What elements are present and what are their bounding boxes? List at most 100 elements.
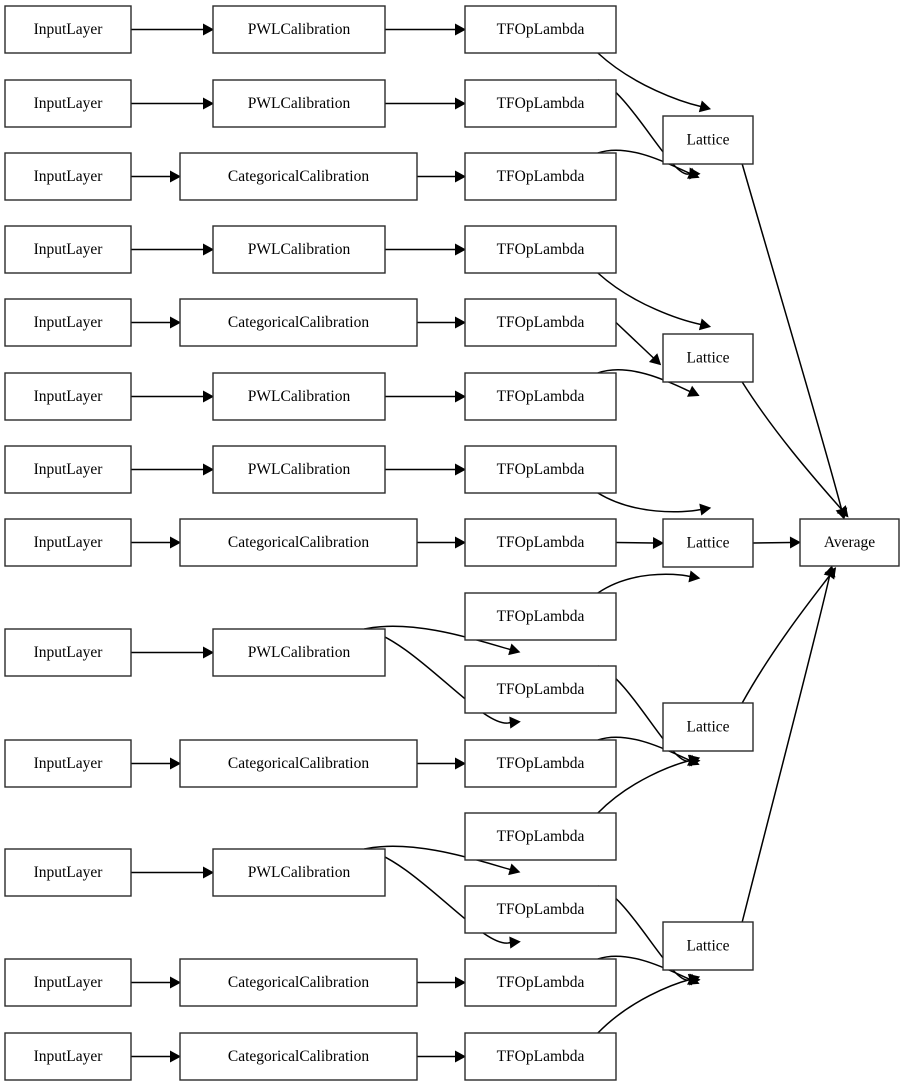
node-box bbox=[4, 5, 132, 54]
node-lattice-lat2[interactable]: Lattice bbox=[662, 333, 754, 383]
node-label: PWLCalibration bbox=[248, 21, 351, 38]
node-tfop-lambda-op4[interactable]: TFOpLambda bbox=[464, 225, 617, 274]
node-pwlcalibration-cal7[interactable]: PWLCalibration bbox=[212, 445, 386, 494]
node-box bbox=[464, 445, 617, 494]
node-input-layer-in2[interactable]: InputLayer bbox=[4, 79, 132, 128]
edge-in6-to-cal6 bbox=[131, 390, 215, 403]
node-tfop-lambda-op1[interactable]: TFOpLambda bbox=[464, 5, 617, 54]
node-average-avg[interactable]: Average bbox=[799, 518, 900, 567]
arrowhead-icon bbox=[687, 754, 701, 767]
node-box bbox=[179, 739, 418, 788]
node-tfop-lambda-op8[interactable]: TFOpLambda bbox=[464, 518, 617, 567]
arrowhead-icon bbox=[508, 643, 521, 656]
node-input-layer-in5[interactable]: InputLayer bbox=[4, 298, 132, 347]
node-tfop-lambda-op6[interactable]: TFOpLambda bbox=[464, 372, 617, 421]
node-input-layer-in6[interactable]: InputLayer bbox=[4, 372, 132, 421]
arrowhead-icon bbox=[203, 97, 215, 110]
node-tfop-lambda-op14[interactable]: TFOpLambda bbox=[464, 958, 617, 1007]
node-lattice-lat1[interactable]: Lattice bbox=[662, 115, 754, 165]
node-box bbox=[212, 372, 386, 421]
arrowhead-icon bbox=[455, 243, 467, 256]
node-tfop-lambda-op2[interactable]: TFOpLambda bbox=[464, 79, 617, 128]
arrowhead-icon bbox=[687, 167, 700, 179]
arrowhead-icon bbox=[203, 463, 215, 476]
edge-lat4-to-avg bbox=[741, 567, 837, 704]
edge-line bbox=[597, 955, 691, 981]
node-tfop-lambda-op5[interactable]: TFOpLambda bbox=[464, 298, 617, 347]
node-box bbox=[179, 152, 418, 201]
node-box bbox=[4, 518, 132, 567]
edge-in3-to-cal3 bbox=[131, 170, 182, 183]
node-label: CategoricalCalibration bbox=[228, 168, 369, 185]
node-categorical-calibration-cal12[interactable]: CategoricalCalibration bbox=[179, 958, 418, 1007]
node-lattice-lat5[interactable]: Lattice bbox=[662, 921, 754, 971]
node-pwlcalibration-cal1[interactable]: PWLCalibration bbox=[212, 5, 386, 54]
node-categorical-calibration-cal5[interactable]: CategoricalCalibration bbox=[179, 298, 418, 347]
edge-layer bbox=[131, 23, 849, 1063]
node-box bbox=[212, 5, 386, 54]
node-input-layer-in3[interactable]: InputLayer bbox=[4, 152, 132, 201]
node-pwlcalibration-cal6[interactable]: PWLCalibration bbox=[212, 372, 386, 421]
node-box bbox=[464, 79, 617, 128]
node-label: InputLayer bbox=[34, 755, 104, 772]
arrowhead-icon bbox=[455, 536, 467, 549]
node-tfop-lambda-op10[interactable]: TFOpLambda bbox=[464, 665, 617, 714]
arrowhead-icon bbox=[455, 97, 467, 110]
node-lattice-lat4[interactable]: Lattice bbox=[662, 702, 754, 752]
node-tfop-lambda-op15[interactable]: TFOpLambda bbox=[464, 1032, 617, 1081]
node-box bbox=[4, 152, 132, 201]
node-label: TFOpLambda bbox=[497, 901, 585, 918]
edge-cal2-to-op2 bbox=[385, 97, 467, 110]
node-input-layer-in11[interactable]: InputLayer bbox=[4, 848, 132, 897]
edge-line bbox=[364, 625, 511, 651]
node-pwlcalibration-cal4[interactable]: PWLCalibration bbox=[212, 225, 386, 274]
node-pwlcalibration-cal9[interactable]: PWLCalibration bbox=[212, 628, 386, 677]
node-box bbox=[799, 518, 900, 567]
node-pwlcalibration-cal2[interactable]: PWLCalibration bbox=[212, 79, 386, 128]
node-label: Lattice bbox=[686, 350, 729, 367]
node-input-layer-in12[interactable]: InputLayer bbox=[4, 958, 132, 1007]
node-input-layer-in7[interactable]: InputLayer bbox=[4, 445, 132, 494]
node-categorical-calibration-cal8[interactable]: CategoricalCalibration bbox=[179, 518, 418, 567]
node-tfop-lambda-op7[interactable]: TFOpLambda bbox=[464, 445, 617, 494]
arrowhead-icon bbox=[687, 385, 700, 397]
node-categorical-calibration-cal3[interactable]: CategoricalCalibration bbox=[179, 152, 418, 201]
node-label: PWLCalibration bbox=[248, 388, 351, 405]
edge-line bbox=[597, 52, 701, 108]
node-input-layer-in4[interactable]: InputLayer bbox=[4, 225, 132, 274]
node-input-layer-in8[interactable]: InputLayer bbox=[4, 518, 132, 567]
node-label: InputLayer bbox=[34, 241, 104, 258]
arrowhead-icon bbox=[648, 353, 662, 366]
node-categorical-calibration-cal10[interactable]: CategoricalCalibration bbox=[179, 739, 418, 788]
arrowhead-icon bbox=[509, 716, 521, 729]
node-tfop-lambda-op11[interactable]: TFOpLambda bbox=[464, 739, 617, 788]
edge-cal3-to-op3 bbox=[417, 170, 467, 183]
node-lattice-lat3[interactable]: Lattice bbox=[662, 518, 754, 568]
node-box bbox=[464, 958, 617, 1007]
edge-line bbox=[741, 163, 843, 510]
arrowhead-icon bbox=[652, 536, 665, 550]
arrowhead-icon bbox=[170, 757, 182, 770]
arrowhead-icon bbox=[455, 1050, 467, 1063]
node-box bbox=[464, 885, 617, 934]
node-label: PWLCalibration bbox=[248, 241, 351, 258]
node-tfop-lambda-op13[interactable]: TFOpLambda bbox=[464, 885, 617, 934]
node-input-layer-in13[interactable]: InputLayer bbox=[4, 1032, 132, 1081]
node-tfop-lambda-op9[interactable]: TFOpLambda bbox=[464, 592, 617, 641]
node-pwlcalibration-cal11[interactable]: PWLCalibration bbox=[212, 848, 386, 897]
node-input-layer-in1[interactable]: InputLayer bbox=[4, 5, 132, 54]
node-tfop-lambda-op3[interactable]: TFOpLambda bbox=[464, 152, 617, 201]
node-box bbox=[4, 79, 132, 128]
edge-op5-to-lat2 bbox=[615, 321, 662, 366]
edge-cal5-to-op5 bbox=[417, 316, 467, 329]
node-input-layer-in10[interactable]: InputLayer bbox=[4, 739, 132, 788]
node-input-layer-in9[interactable]: InputLayer bbox=[4, 628, 132, 677]
node-label: Lattice bbox=[686, 938, 729, 955]
edge-line bbox=[597, 492, 701, 513]
node-tfop-lambda-op12[interactable]: TFOpLambda bbox=[464, 812, 617, 861]
arrowhead-icon bbox=[699, 503, 712, 516]
arrowhead-icon bbox=[687, 973, 701, 986]
node-categorical-calibration-cal13[interactable]: CategoricalCalibration bbox=[179, 1032, 418, 1081]
edge-cal10-to-op11 bbox=[417, 757, 467, 770]
node-label: Lattice bbox=[686, 535, 729, 552]
